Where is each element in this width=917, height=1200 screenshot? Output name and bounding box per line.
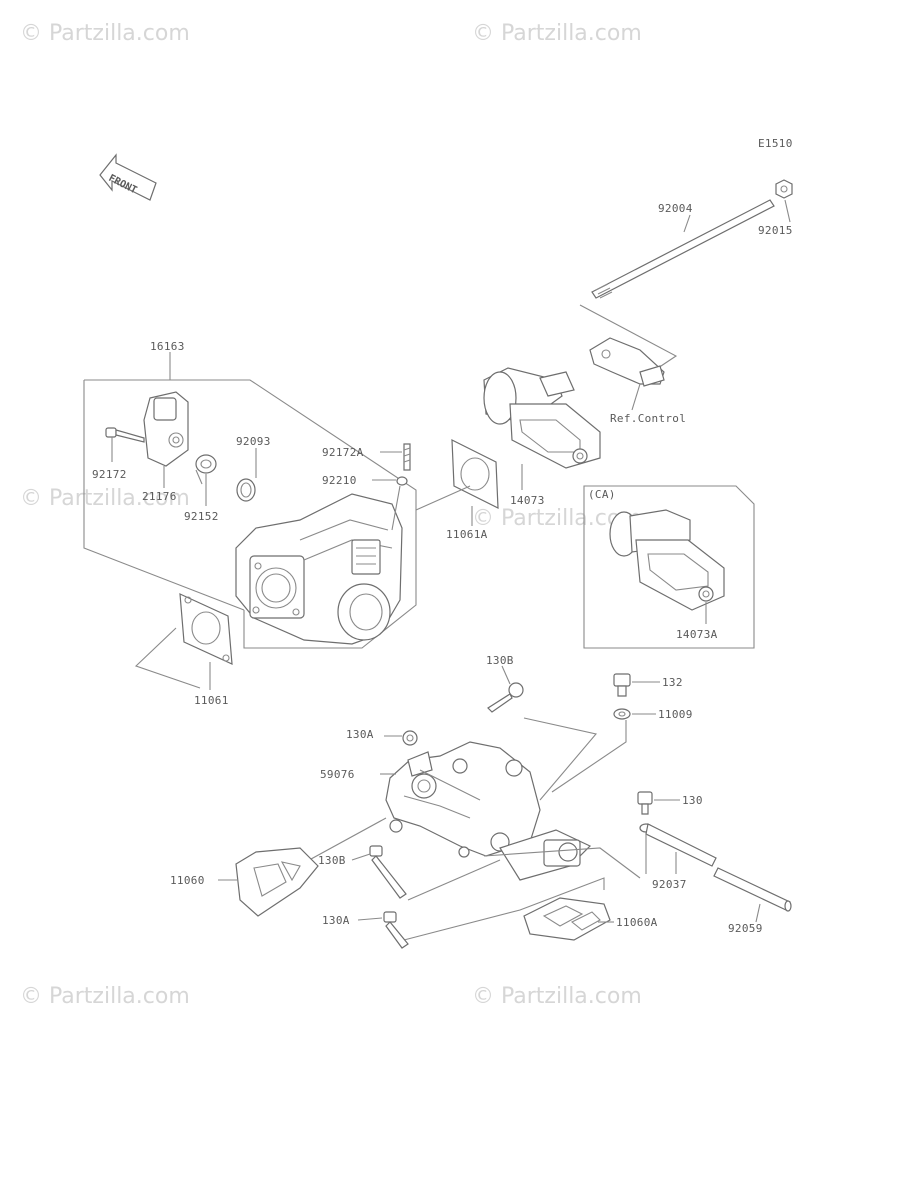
label-11061A: 11061A [446,528,488,541]
label-11060: 11060 [170,874,205,887]
label-16163: 16163 [150,340,185,353]
watermark-top-right: © Partzilla.com [472,21,642,46]
intake-manifold-59076[interactable] [385,741,592,881]
gasket-11061A[interactable] [451,439,499,509]
label-92037: 92037 [652,878,687,891]
label-130B-low: 130B [318,854,346,867]
clip-92152[interactable] [195,454,217,485]
watermark-top-left: © Partzilla.com [20,21,190,46]
control-bracket[interactable] [589,337,665,387]
throttle-body[interactable] [235,493,403,645]
bolt-130[interactable] [637,791,653,815]
watermark-bottom-right: © Partzilla.com [472,984,642,1009]
stud-92004[interactable] [591,199,775,299]
gasket-11061[interactable] [179,593,233,665]
label-11060A: 11060A [616,916,658,929]
label-130A-low: 130A [322,914,350,927]
group-box-ca [583,485,755,649]
label-92210: 92210 [322,474,357,487]
bolt-130B-low[interactable] [369,845,407,899]
washer-92210[interactable] [396,476,408,486]
oring-92093[interactable] [236,478,256,502]
label-130A-top: 130A [346,728,374,741]
bolt-132[interactable] [613,673,631,697]
gasket-11060A[interactable] [523,897,611,941]
label-14073: 14073 [510,494,545,507]
label-130B-top: 130B [486,654,514,667]
screw-92172A[interactable] [403,443,411,471]
label-92093: 92093 [236,435,271,448]
watermark-mid-left: © Partzilla.com [20,486,190,511]
label-92004: 92004 [658,202,693,215]
washer-11009[interactable] [613,708,631,720]
bolt-130A-low[interactable] [383,911,409,949]
throttle-sensor-21176[interactable] [143,391,189,467]
label-21176: 21176 [142,490,177,503]
label-ca: (CA) [588,488,616,501]
bolt-130A-top[interactable] [402,730,418,746]
label-132: 132 [662,676,683,689]
label-59076: 59076 [320,768,355,781]
watermark-bottom-left: © Partzilla.com [20,984,190,1009]
watermarks: © Partzilla.com © Partzilla.com © Partzi… [20,21,642,1009]
diagram-code: E1510 [758,137,793,150]
bracket-92037[interactable] [639,823,717,867]
hose-92059[interactable] [713,867,792,912]
label-130: 130 [682,794,703,807]
label-11061: 11061 [194,694,229,707]
label-ref-control: Ref.Control [610,412,686,425]
label-11009: 11009 [658,708,693,721]
group-box-16163 [83,379,417,649]
label-92172A: 92172A [322,446,364,459]
nut-92015[interactable] [775,179,793,199]
label-92059: 92059 [728,922,763,935]
label-92172: 92172 [92,468,127,481]
label-92152: 92152 [184,510,219,523]
screw-92172[interactable] [105,427,145,443]
gasket-11060[interactable] [235,847,319,917]
label-14073A: 14073A [676,628,718,641]
intake-joint-14073[interactable] [483,367,601,469]
label-92015: 92015 [758,224,793,237]
intake-joint-14073A[interactable] [609,509,725,611]
bolt-130B-top[interactable] [487,682,524,713]
front-arrow-icon: FRONT [99,153,157,201]
